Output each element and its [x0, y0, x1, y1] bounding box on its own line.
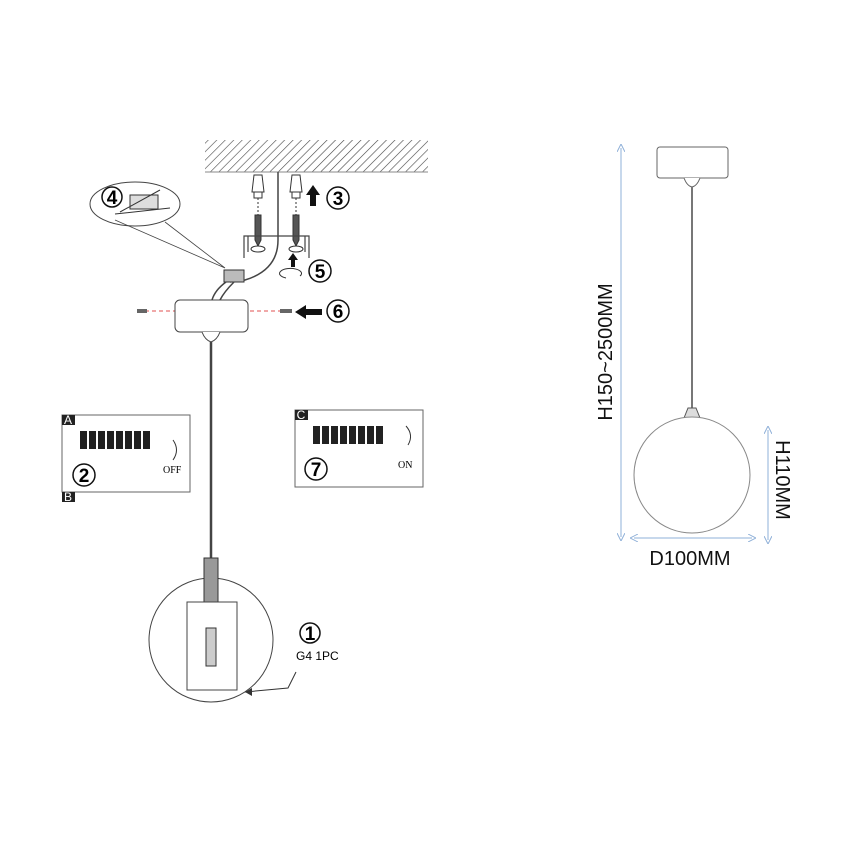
- step-7: 7: [311, 460, 322, 481]
- step-2: 2: [79, 466, 90, 487]
- ceiling: [205, 140, 428, 172]
- panel-label-a: A: [64, 413, 72, 427]
- rotate-icon: [279, 267, 303, 279]
- panel-label-c: C: [297, 408, 306, 422]
- step-3: 3: [333, 189, 344, 210]
- bulb-label: G4 1PC: [296, 649, 339, 663]
- arrow-up-icon: [288, 253, 298, 267]
- wall-anchors: [250, 174, 304, 253]
- terminal-block: [223, 269, 245, 283]
- on-label: ON: [398, 460, 412, 471]
- step-5: 5: [315, 262, 326, 283]
- diameter-label: D100MM: [649, 548, 730, 570]
- step-1: 1: [305, 624, 316, 645]
- off-label: OFF: [163, 465, 182, 476]
- arrow-left-icon: [295, 305, 322, 319]
- pointer-arrow: [244, 671, 297, 693]
- step-6: 6: [333, 302, 344, 323]
- canopy: [174, 299, 249, 333]
- g4-bulb: [205, 627, 217, 667]
- panel-label-b: B: [64, 490, 72, 504]
- dim-globe: [633, 416, 751, 534]
- dim-canopy: [656, 146, 729, 179]
- arrow-up-icon: [306, 185, 320, 206]
- globe-height-label: H110MM: [771, 440, 793, 520]
- step-4: 4: [107, 188, 118, 209]
- total-height-label: H150~2500MM: [595, 283, 617, 420]
- mounting-bracket: [243, 235, 310, 258]
